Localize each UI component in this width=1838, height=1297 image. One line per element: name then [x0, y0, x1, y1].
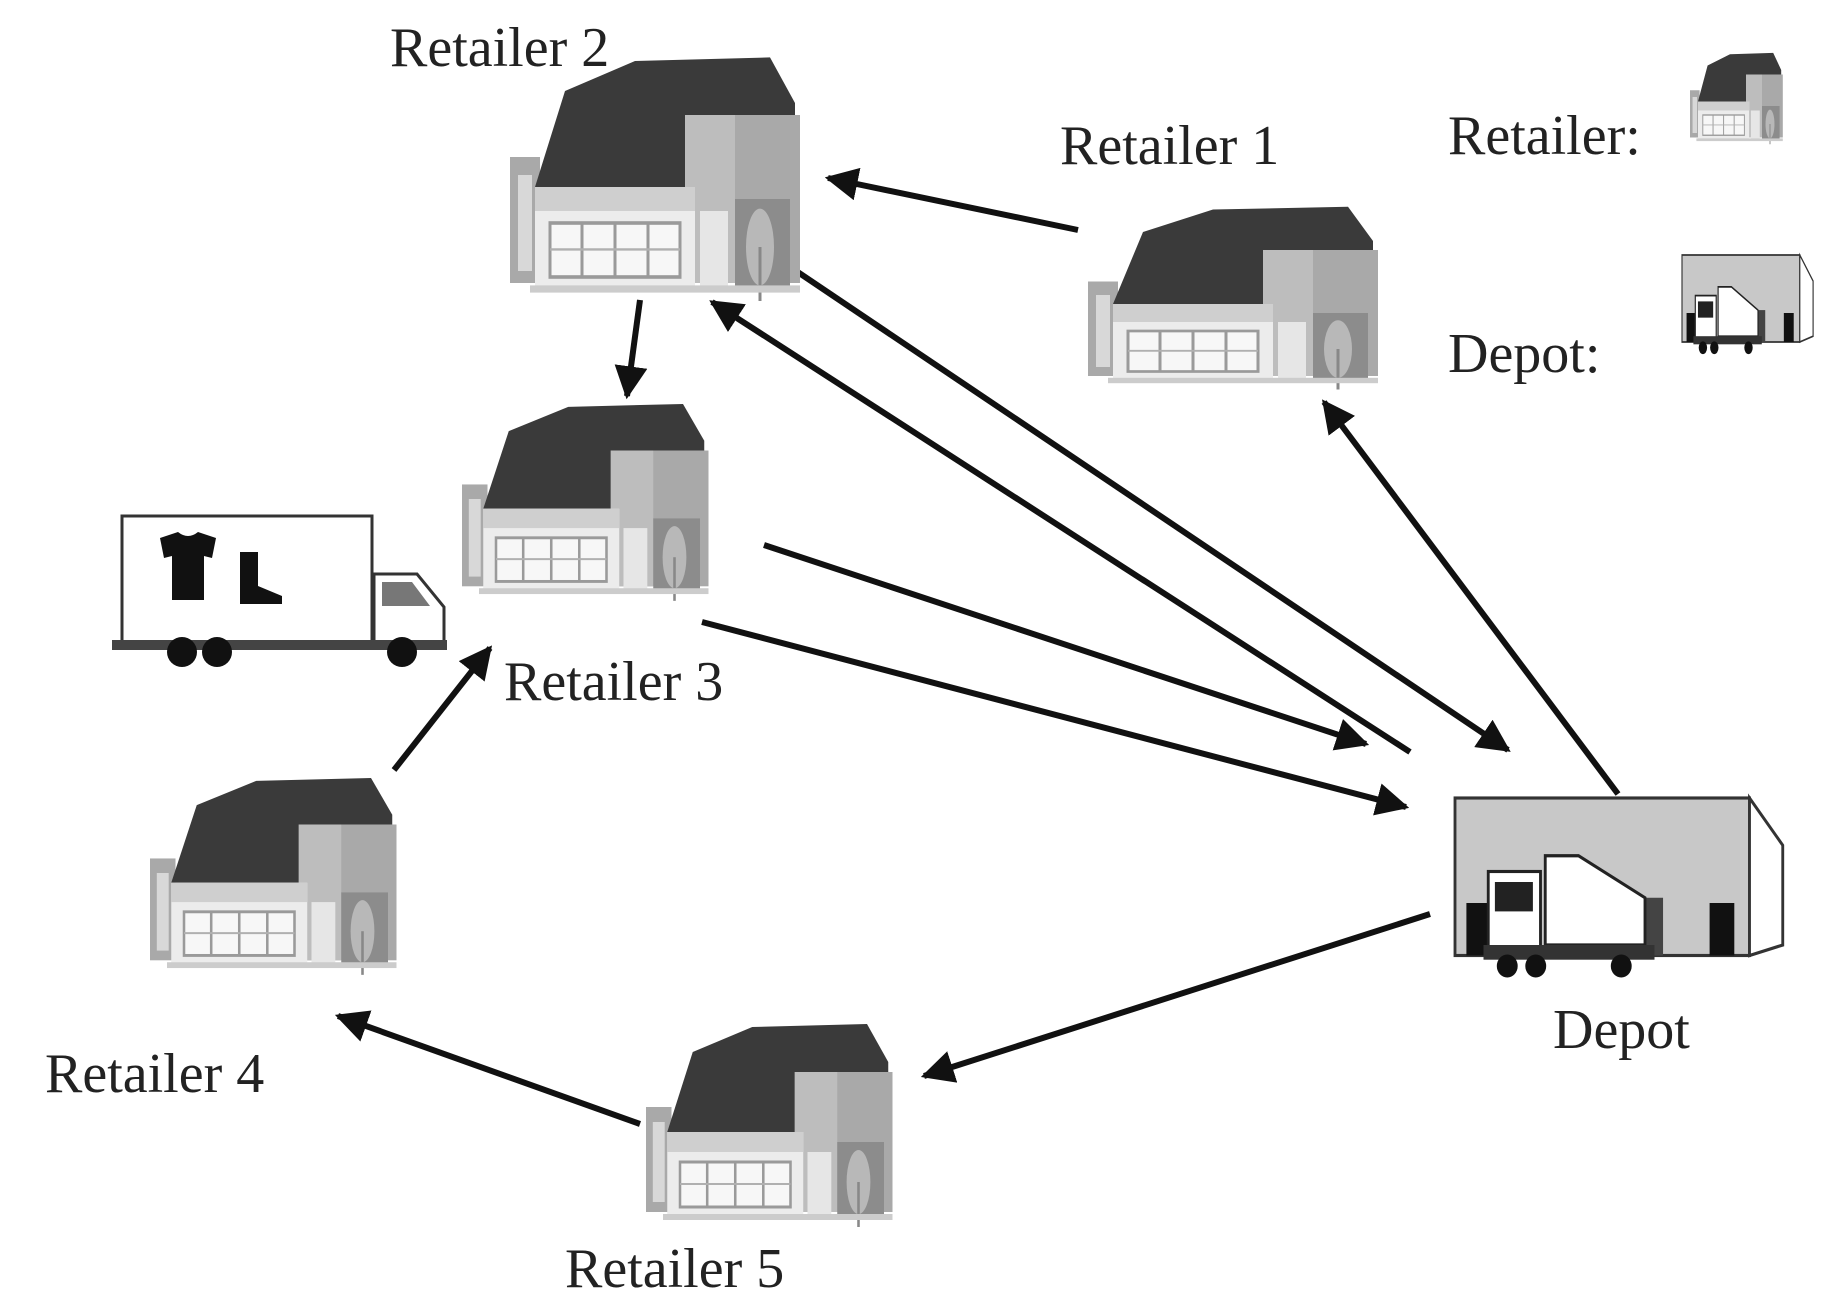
retailer-2-node: Retailer 2 — [390, 17, 802, 303]
t-shirt-icon — [160, 532, 216, 600]
retailer-5-label: Retailer 5 — [565, 1238, 784, 1297]
edge-depot-to-retailer1 — [1321, 399, 1621, 796]
boot-icon — [240, 552, 282, 604]
edge-depot-to-retailer5 — [920, 911, 1431, 1083]
edges — [334, 167, 1621, 1127]
depot-label: Depot — [1553, 999, 1690, 1061]
edge-retailer3-upper-to-depot — [763, 542, 1370, 751]
edge-retailer2-to-retailer3 — [614, 299, 648, 400]
store-icon — [644, 1022, 894, 1229]
retailer-1-label: Retailer 1 — [1060, 115, 1279, 177]
retailer-5-node: Retailer 5 — [565, 1022, 894, 1297]
legend-retailer-label: Retailer: — [1448, 105, 1641, 167]
depot-icon — [1681, 254, 1814, 356]
depot-icon — [1453, 796, 1785, 980]
edge-depot-to-retailer2 — [709, 299, 1412, 755]
retailer-1-node: Retailer 1 — [1060, 115, 1380, 391]
legend-depot-label: Depot: — [1448, 323, 1600, 385]
store-icon — [1689, 52, 1784, 145]
store-icon — [460, 402, 710, 603]
edge-retailer3-lower-to-depot — [701, 619, 1410, 816]
retailer-4-label: Retailer 4 — [45, 1043, 264, 1105]
retailer-4-node: Retailer 4 — [45, 776, 398, 1105]
retailer-3-label: Retailer 3 — [504, 651, 723, 713]
store-icon — [148, 776, 398, 977]
legend: Retailer: Depot: — [1448, 52, 1814, 385]
edge-retailer5-to-retailer4 — [334, 1010, 642, 1127]
edge-retailer2-to-depot — [766, 249, 1511, 753]
edge-retailer1-to-retailer2 — [824, 167, 1079, 233]
depot-node: Depot — [1453, 796, 1785, 1061]
delivery-truck — [112, 514, 447, 667]
store-icon — [1086, 205, 1380, 391]
edge-retailer4-to-retailer3 — [391, 645, 493, 772]
retailer-3-node: Retailer 3 — [460, 402, 723, 713]
store-icon — [508, 55, 802, 303]
retailer-2-label: Retailer 2 — [390, 17, 609, 79]
